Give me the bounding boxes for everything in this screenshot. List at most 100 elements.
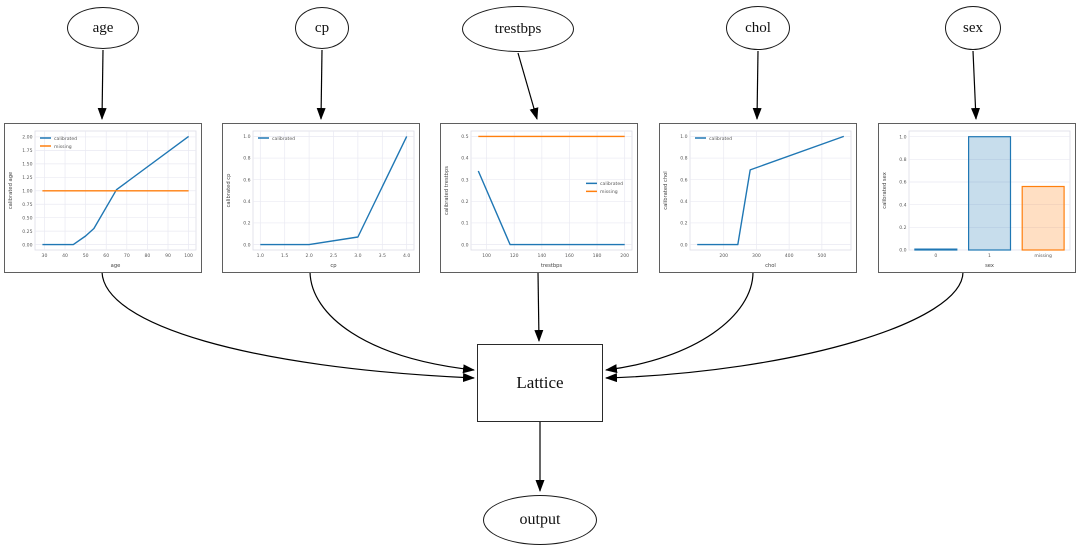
svg-text:0.2: 0.2 bbox=[461, 199, 468, 205]
svg-text:chol: chol bbox=[765, 263, 776, 269]
svg-text:0.3: 0.3 bbox=[461, 177, 468, 183]
svg-text:0.1: 0.1 bbox=[461, 221, 468, 227]
svg-text:70: 70 bbox=[124, 253, 130, 259]
svg-text:0.0: 0.0 bbox=[680, 242, 687, 248]
svg-text:2.5: 2.5 bbox=[330, 253, 337, 259]
svg-text:50: 50 bbox=[83, 253, 89, 259]
svg-text:1.25: 1.25 bbox=[22, 175, 32, 181]
svg-text:0.50: 0.50 bbox=[22, 215, 32, 221]
svg-text:calibrated age: calibrated age bbox=[8, 172, 14, 209]
svg-text:3.0: 3.0 bbox=[354, 253, 361, 259]
svg-text:0.00: 0.00 bbox=[22, 242, 32, 248]
svg-text:0.4: 0.4 bbox=[461, 156, 468, 162]
svg-text:calibrated trestbps: calibrated trestbps bbox=[444, 166, 450, 215]
svg-text:sex: sex bbox=[985, 263, 994, 269]
svg-text:30: 30 bbox=[42, 253, 48, 259]
edge-age-plot-to-lattice bbox=[101, 271, 475, 383]
svg-text:0.4: 0.4 bbox=[680, 199, 687, 205]
svg-text:0.8: 0.8 bbox=[899, 157, 906, 163]
svg-text:40: 40 bbox=[62, 253, 68, 259]
svg-text:0.5: 0.5 bbox=[461, 134, 468, 140]
edge-sex-plot-to-lattice bbox=[605, 271, 964, 383]
svg-text:2.0: 2.0 bbox=[305, 253, 312, 259]
svg-text:missing: missing bbox=[1034, 253, 1052, 259]
svg-text:80: 80 bbox=[144, 253, 150, 259]
node-cp: cp bbox=[295, 7, 349, 49]
svg-text:calibrated sex: calibrated sex bbox=[882, 172, 888, 209]
node-output: output bbox=[483, 495, 597, 545]
svg-text:0.2: 0.2 bbox=[680, 221, 687, 227]
edge-age-to-plot bbox=[97, 49, 107, 120]
edge-trestbps-to-plot bbox=[517, 52, 539, 120]
svg-text:1.00: 1.00 bbox=[22, 189, 32, 195]
edge-chol-plot-to-lattice bbox=[605, 271, 754, 374]
svg-text:0.2: 0.2 bbox=[899, 225, 906, 231]
svg-text:1: 1 bbox=[988, 253, 991, 259]
edge-cp-to-plot bbox=[316, 49, 326, 120]
svg-text:1.0: 1.0 bbox=[257, 253, 264, 259]
svg-text:140: 140 bbox=[537, 253, 546, 259]
svg-text:180: 180 bbox=[593, 253, 602, 259]
edge-chol-to-plot bbox=[752, 50, 762, 120]
svg-text:500: 500 bbox=[817, 253, 826, 259]
node-sex: sex bbox=[945, 6, 1001, 50]
svg-text:cp: cp bbox=[330, 263, 337, 269]
svg-text:1.0: 1.0 bbox=[899, 134, 906, 140]
node-sex-label: sex bbox=[963, 19, 983, 36]
svg-text:120: 120 bbox=[510, 253, 519, 259]
svg-text:3.5: 3.5 bbox=[379, 253, 386, 259]
svg-text:0.0: 0.0 bbox=[461, 242, 468, 248]
svg-text:0.0: 0.0 bbox=[899, 248, 906, 254]
svg-text:trestbps: trestbps bbox=[541, 263, 563, 269]
svg-text:calibrated: calibrated bbox=[272, 136, 295, 142]
svg-text:300: 300 bbox=[752, 253, 761, 259]
node-age: age bbox=[67, 7, 139, 49]
node-chol-label: chol bbox=[745, 19, 771, 36]
svg-text:0.6: 0.6 bbox=[243, 177, 250, 183]
svg-text:1.75: 1.75 bbox=[22, 148, 32, 154]
svg-text:4.0: 4.0 bbox=[403, 253, 410, 259]
svg-text:1.0: 1.0 bbox=[243, 134, 250, 140]
node-chol: chol bbox=[726, 6, 790, 50]
svg-text:calibrated: calibrated bbox=[600, 181, 623, 187]
svg-text:0.75: 0.75 bbox=[22, 202, 32, 208]
svg-text:160: 160 bbox=[565, 253, 574, 259]
svg-text:calibrated: calibrated bbox=[54, 136, 77, 142]
svg-text:90: 90 bbox=[165, 253, 171, 259]
svg-text:2.00: 2.00 bbox=[22, 135, 32, 141]
node-trestbps: trestbps bbox=[462, 6, 574, 52]
svg-text:1.50: 1.50 bbox=[22, 162, 32, 168]
edge-trestbps-plot-to-lattice bbox=[534, 271, 544, 342]
svg-text:calibrated chol: calibrated chol bbox=[663, 171, 669, 209]
svg-text:1.5: 1.5 bbox=[281, 253, 288, 259]
svg-text:missing: missing bbox=[54, 144, 72, 150]
svg-text:100: 100 bbox=[184, 253, 193, 259]
svg-text:100: 100 bbox=[482, 253, 491, 259]
svg-text:0.25: 0.25 bbox=[22, 229, 32, 235]
svg-text:0.8: 0.8 bbox=[243, 156, 250, 162]
svg-text:missing: missing bbox=[600, 189, 618, 195]
node-trestbps-label: trestbps bbox=[494, 20, 542, 37]
svg-text:0.0: 0.0 bbox=[243, 242, 250, 248]
edge-sex-to-plot bbox=[971, 50, 981, 120]
svg-text:calibrated cp: calibrated cp bbox=[226, 173, 232, 208]
svg-text:0.8: 0.8 bbox=[680, 156, 687, 162]
node-age-label: age bbox=[92, 19, 114, 36]
svg-text:0.4: 0.4 bbox=[899, 202, 906, 208]
svg-text:0.2: 0.2 bbox=[243, 221, 250, 227]
node-cp-label: cp bbox=[314, 19, 330, 36]
node-lattice-label: Lattice bbox=[516, 373, 564, 392]
svg-text:400: 400 bbox=[785, 253, 794, 259]
svg-text:200: 200 bbox=[719, 253, 728, 259]
